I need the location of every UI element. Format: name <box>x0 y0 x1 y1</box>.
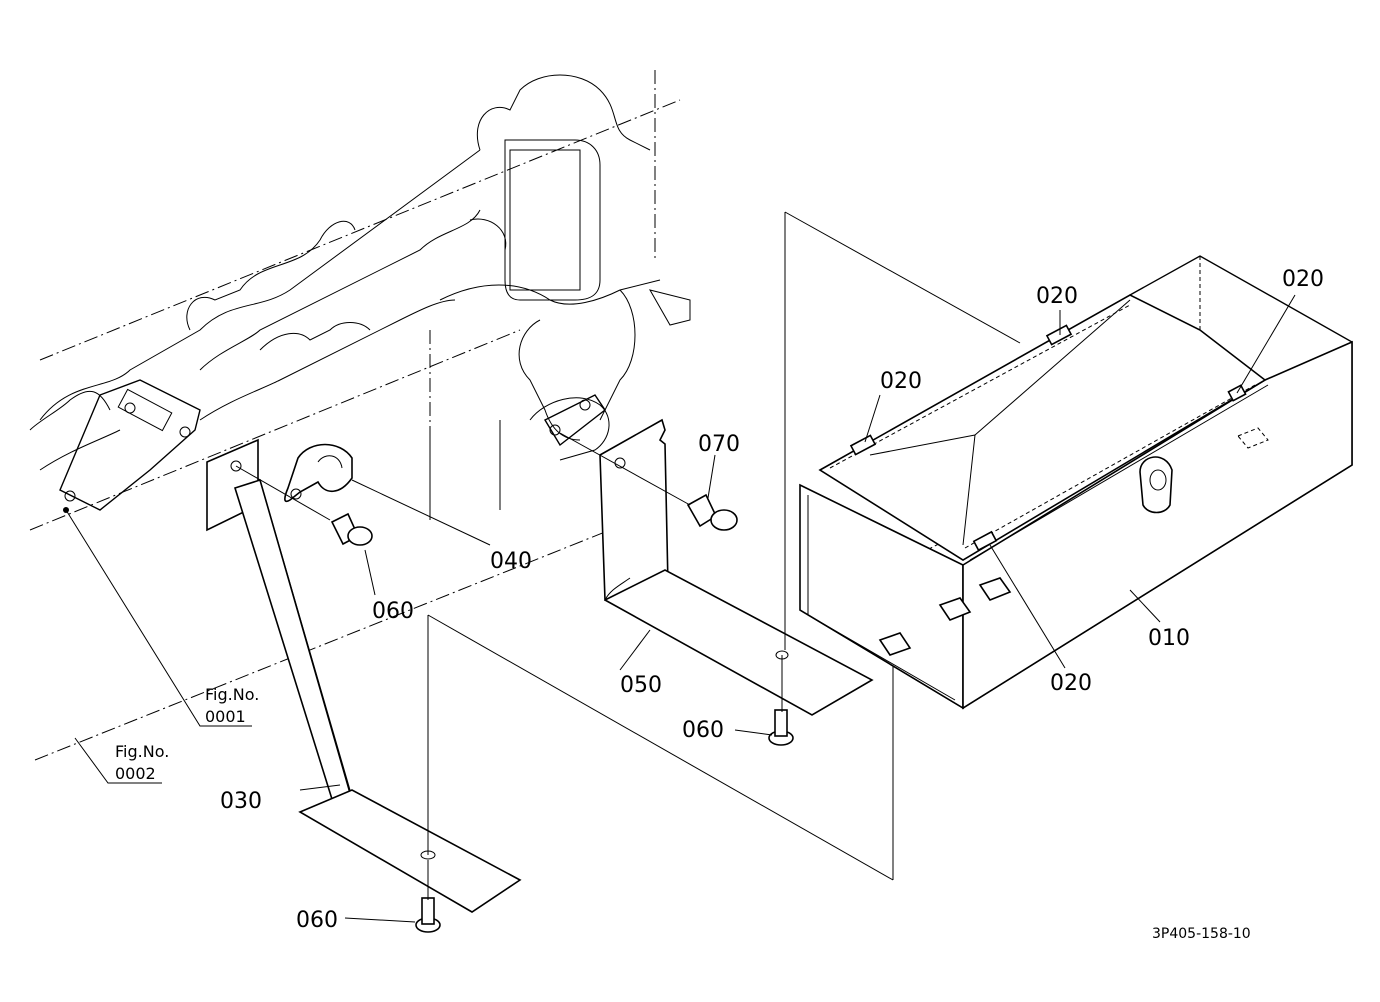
bolt-060-lower <box>415 897 441 933</box>
label-060-upper: 060 <box>372 599 414 624</box>
clamp-040 <box>284 443 353 503</box>
fig-ref-0001-title: Fig.No. <box>205 685 259 704</box>
fig-ref-0002-number: 0002 <box>115 764 156 783</box>
label-020-right: 020 <box>1282 267 1324 292</box>
toolbox-010 <box>784 211 1353 710</box>
label-040: 040 <box>490 549 532 574</box>
engine-outline <box>29 70 691 761</box>
label-020-left: 020 <box>880 369 922 394</box>
label-060-lower: 060 <box>296 908 338 933</box>
bracket-030 <box>206 438 522 913</box>
drawing-code: 3P405-158-10 <box>1152 926 1251 942</box>
bolt-060-upper <box>330 512 373 546</box>
label-050: 050 <box>620 673 662 698</box>
label-010: 010 <box>1148 626 1190 651</box>
label-020-bottom: 020 <box>1050 671 1092 696</box>
fig-ref-0001-number: 0001 <box>205 707 246 726</box>
bolt-070 <box>686 493 738 531</box>
label-020-top: 020 <box>1036 284 1078 309</box>
fig-ref-0002-title: Fig.No. <box>115 742 169 761</box>
bolt-060-center <box>768 709 794 746</box>
label-070: 070 <box>698 432 740 457</box>
label-030: 030 <box>220 789 262 814</box>
label-060-center: 060 <box>682 718 724 743</box>
